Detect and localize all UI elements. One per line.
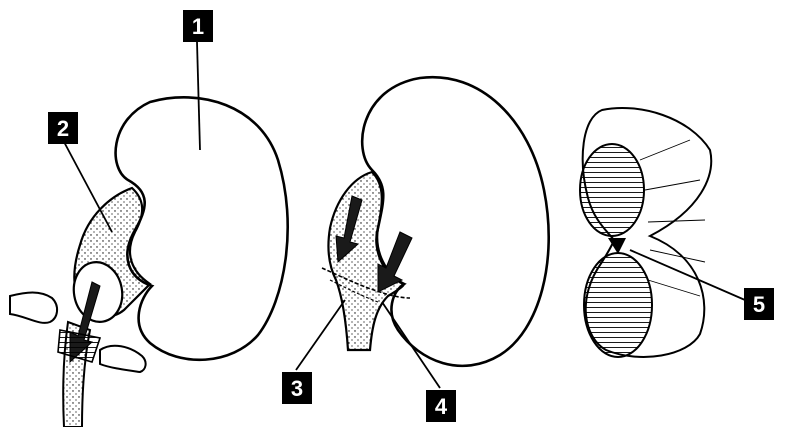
crossing-vessel-right (100, 346, 146, 372)
label-1: 1 (183, 10, 213, 42)
label-1-text: 1 (192, 14, 204, 39)
label-4-text: 4 (435, 394, 448, 419)
leader-line-2 (63, 140, 112, 232)
crossing-vessel-left (10, 293, 57, 323)
label-4: 4 (426, 390, 456, 422)
label-3: 3 (282, 372, 312, 404)
lumen-lower (584, 253, 652, 357)
label-5: 5 (744, 288, 774, 320)
label-2: 2 (48, 112, 78, 144)
label-2-text: 2 (57, 116, 69, 141)
kidney-left-outline (116, 97, 288, 359)
panel-kidney-repaired (296, 77, 549, 388)
label-5-text: 5 (753, 292, 765, 317)
panel-kidney-dilated (10, 42, 288, 427)
label-3-text: 3 (291, 376, 303, 401)
kidney-middle-outline (362, 77, 549, 366)
lumen-upper (580, 144, 644, 236)
panel-cross-section (580, 108, 745, 357)
leader-line-3 (296, 300, 345, 370)
